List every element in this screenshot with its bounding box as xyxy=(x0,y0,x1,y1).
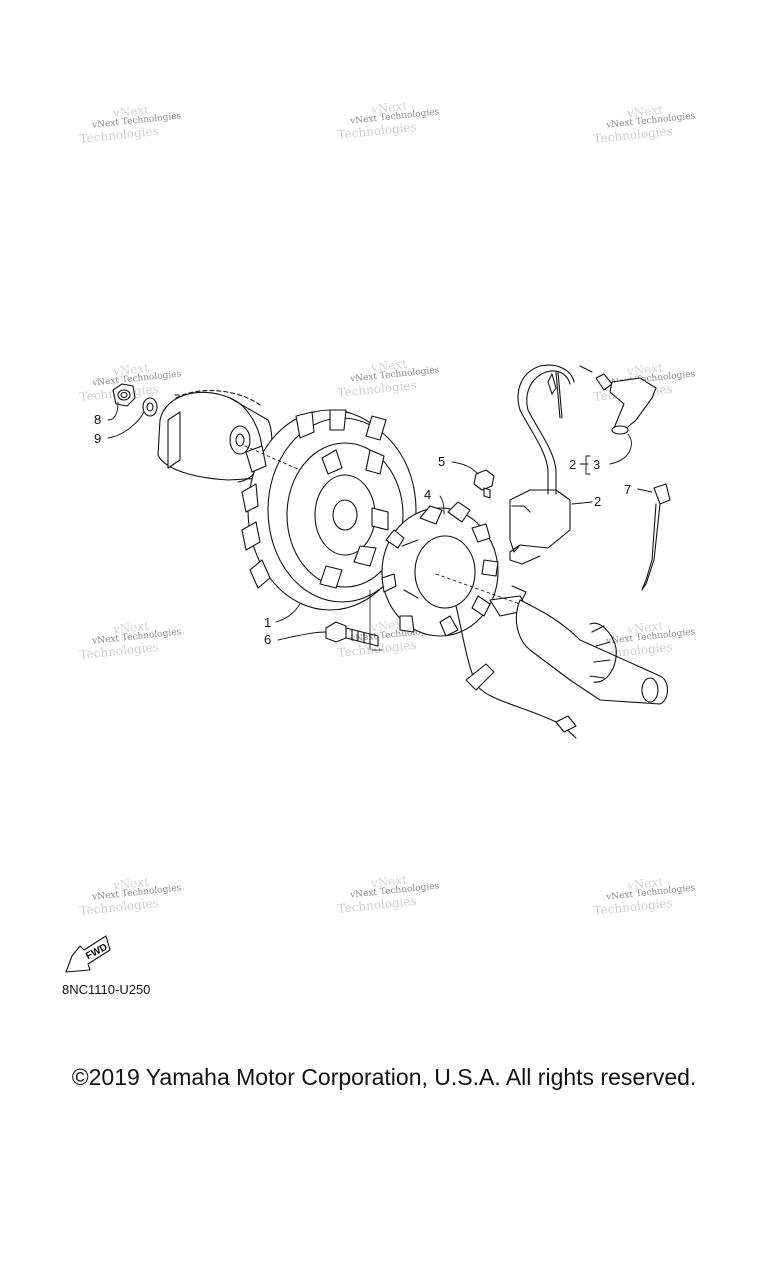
center-axis xyxy=(435,573,521,605)
callout-4: 4 xyxy=(424,487,432,502)
washer-part-9 xyxy=(142,397,158,417)
plug-cap-part-3 xyxy=(595,373,657,435)
nut-part-8 xyxy=(112,383,136,407)
reference-bracket xyxy=(369,589,383,651)
fwd-arrow-icon xyxy=(65,935,111,973)
callout-9: 9 xyxy=(94,431,102,446)
cable-tie-part-7 xyxy=(641,483,671,591)
stator-part-4 xyxy=(381,501,499,637)
leader-lines xyxy=(107,401,653,641)
callout-2-cap: 2 xyxy=(569,457,577,472)
ignition-coil-part-2 xyxy=(509,364,575,565)
fwd-label: FWD xyxy=(84,942,109,962)
part-code: 8NC1110-U250 xyxy=(62,982,151,997)
crankshaft xyxy=(489,585,669,705)
callout-7: 7 xyxy=(624,482,632,497)
copyright-notice: ©2019 Yamaha Motor Corporation, U.S.A. A… xyxy=(71,1064,697,1090)
callout-1: 1 xyxy=(264,615,272,630)
callout-3: 3 xyxy=(593,457,601,472)
callout-6: 6 xyxy=(264,632,272,647)
flywheel-part-1 xyxy=(241,409,417,611)
screw-part-5 xyxy=(473,469,495,499)
bolt-part-6 xyxy=(325,621,379,647)
callout-5: 5 xyxy=(438,454,446,469)
callout-8: 8 xyxy=(94,412,102,427)
callout-2-coil: 2 xyxy=(594,494,602,509)
coil-wire-end xyxy=(579,365,593,373)
stator-harness xyxy=(455,605,577,739)
starter-cup xyxy=(157,389,273,483)
center-axis-left xyxy=(244,445,301,471)
